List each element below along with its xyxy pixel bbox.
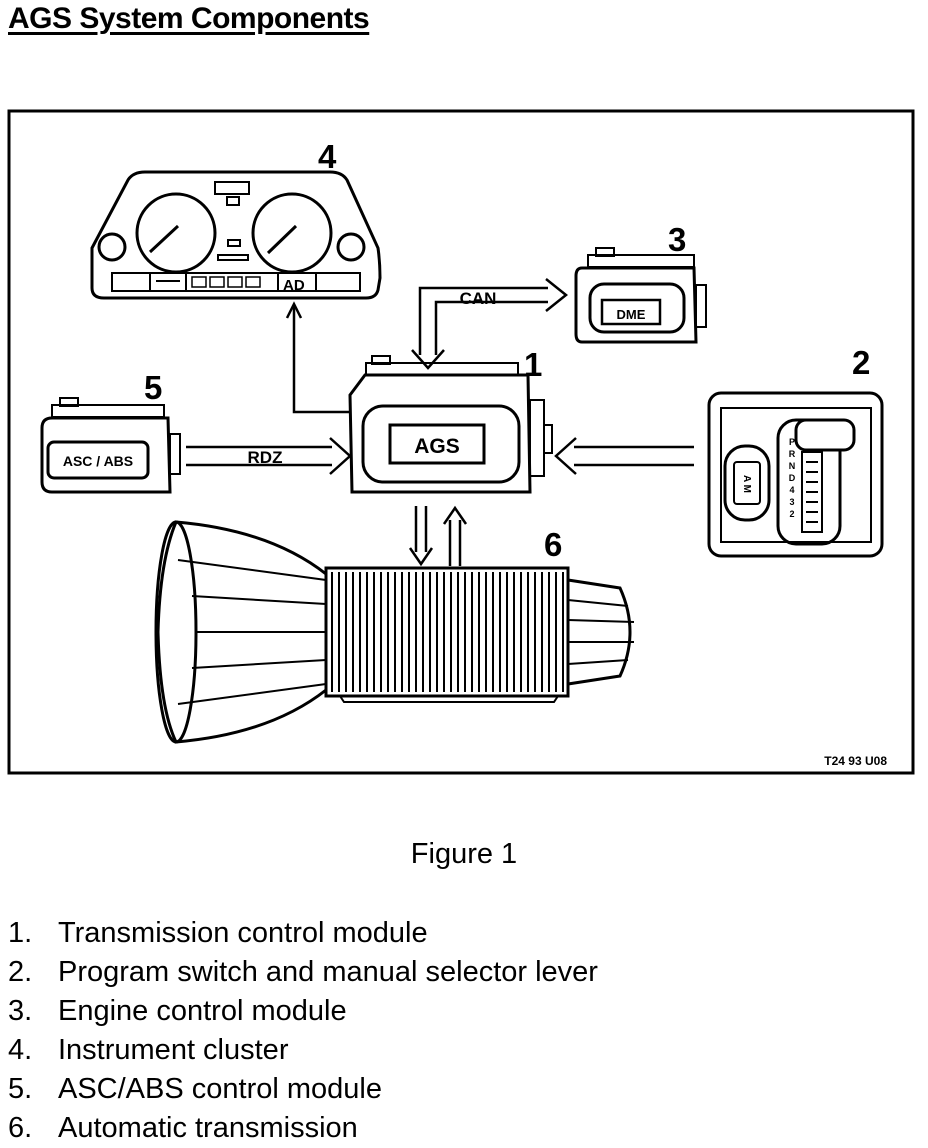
transmission-control-module [348, 355, 553, 494]
asc-number: 5 [144, 369, 162, 406]
selector-to-ags-arrow [554, 437, 694, 475]
page-title: AGS System Components [8, 2, 370, 35]
can-bus-arrow [411, 278, 569, 370]
dme-label: DME [617, 307, 646, 322]
cluster-display-label: AD [283, 277, 305, 294]
dme-number: 3 [668, 221, 686, 258]
ags-number: 1 [524, 346, 542, 383]
diagram-frame [7, 109, 915, 775]
gear-position: 3 [789, 497, 794, 507]
selector-lever-assembly [707, 391, 884, 558]
gear-position: N [789, 461, 796, 471]
can-label: CAN [460, 289, 497, 308]
transmission-number: 6 [544, 526, 562, 563]
automatic-transmission [154, 520, 635, 744]
program-switch-label: A M [741, 475, 752, 493]
cluster-number: 4 [318, 138, 337, 175]
system-diagram: AD 4 DME 3 AGS 1 ASC / ABS 5 [7, 109, 915, 775]
legend-item: 4.Instrument cluster [8, 1034, 289, 1066]
ags-label: AGS [414, 435, 460, 458]
selector-gear-marks [806, 461, 818, 523]
gear-position: R [789, 449, 796, 459]
ags-transmission-arrows [408, 505, 468, 567]
gear-position: P [789, 437, 795, 447]
figure-reference-code: T24 93 U08 [824, 754, 887, 768]
legend-item: 3.Engine control module [8, 995, 347, 1027]
component-legend: 1.Transmission control module 2.Program … [8, 914, 598, 1148]
transmission-ribs [331, 572, 564, 692]
engine-control-module [574, 247, 707, 344]
gear-position: D [789, 473, 796, 483]
asc-label: ASC / ABS [63, 453, 133, 469]
selector-positions: P R N D 4 3 2 [789, 437, 796, 519]
figure-caption: Figure 1 [410, 838, 518, 870]
rdz-arrow [186, 437, 352, 475]
arrow-ags-to-cluster [285, 301, 350, 414]
gear-position: 2 [789, 509, 794, 519]
asc-abs-module [40, 397, 181, 494]
rdz-label: RDZ [248, 448, 283, 467]
legend-item: 6.Automatic transmission [8, 1112, 358, 1144]
legend-item: 2.Program switch and manual selector lev… [8, 956, 598, 988]
legend-item: 5.ASC/ABS control module [8, 1073, 382, 1105]
gear-position: 4 [789, 485, 794, 495]
selector-number: 2 [852, 344, 870, 381]
legend-item: 1.Transmission control module [8, 917, 428, 949]
instrument-cluster [90, 170, 382, 300]
